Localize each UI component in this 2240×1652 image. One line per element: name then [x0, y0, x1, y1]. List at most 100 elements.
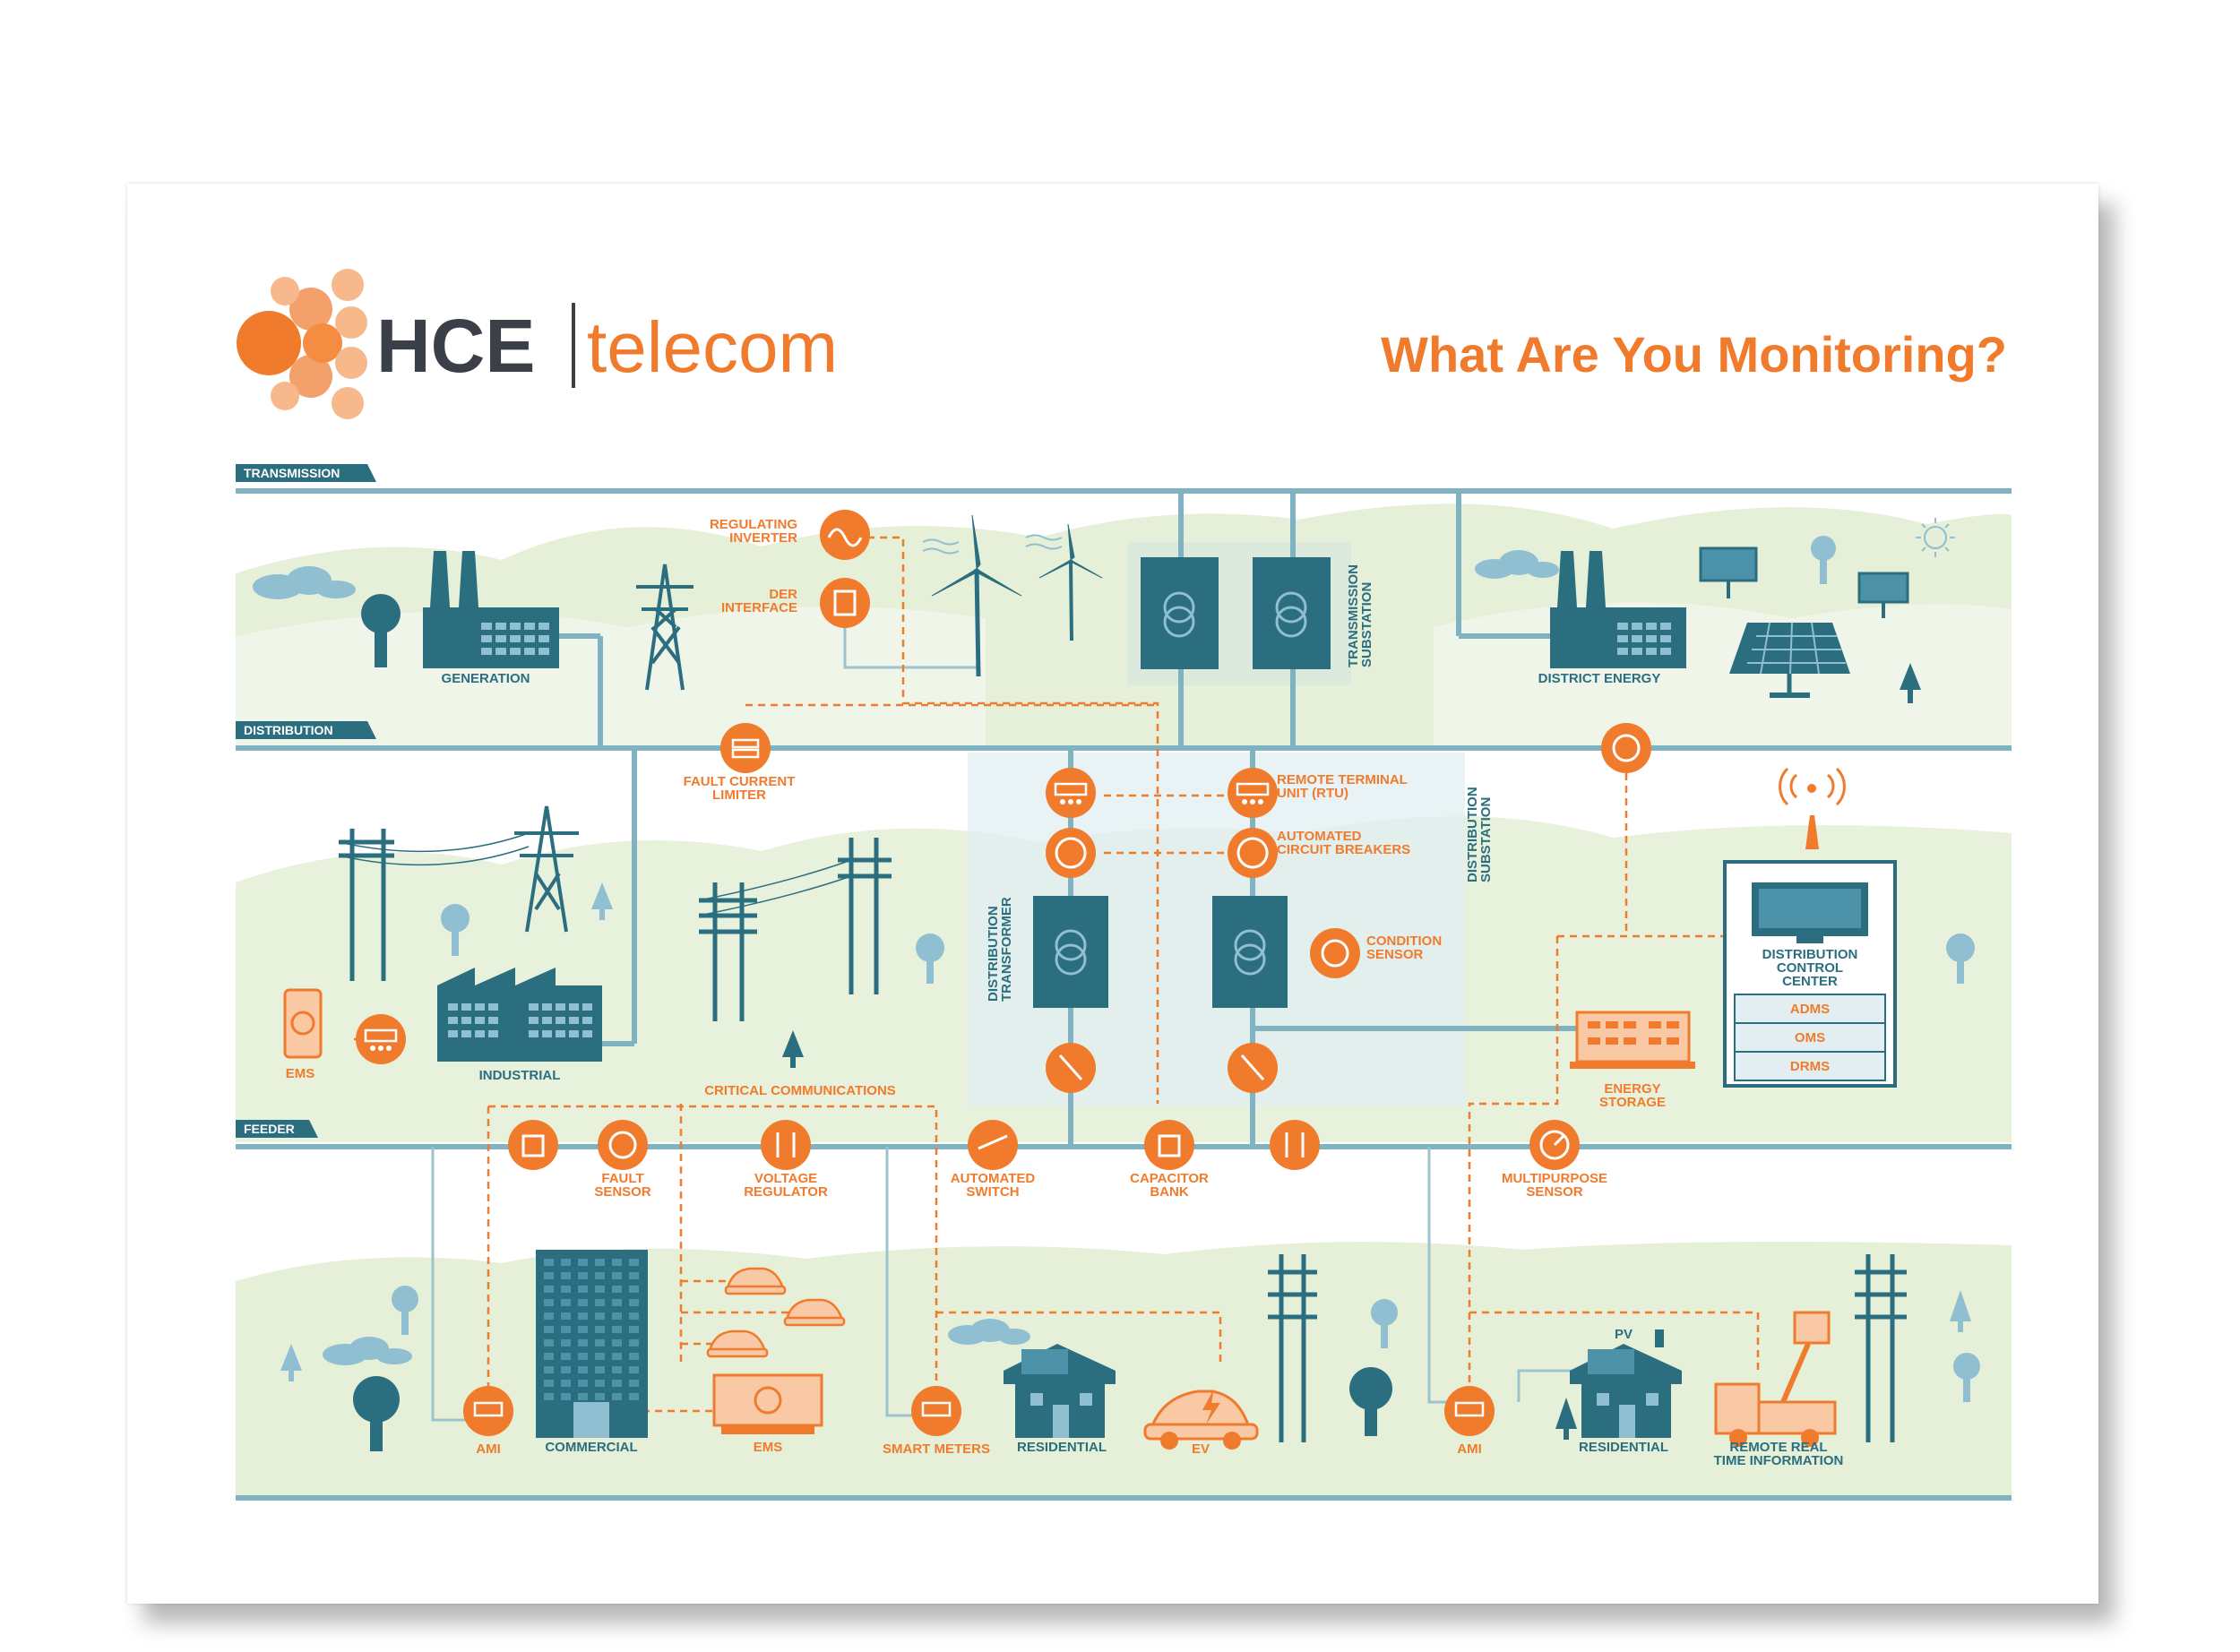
ems-monitor-icon: [712, 1373, 823, 1434]
label-line: OMS: [1795, 1030, 1825, 1045]
building-window: [595, 1380, 605, 1387]
label-line: AMI: [1457, 1441, 1482, 1457]
label-line: GENERATION: [442, 671, 530, 686]
label-drms: DRMS: [1790, 1059, 1830, 1074]
rtu-icon-1: [1046, 768, 1096, 818]
label-commercial: COMMERCIAL: [545, 1440, 637, 1455]
label-pv: PV: [1615, 1327, 1633, 1342]
label-line: SENSOR: [594, 1184, 651, 1200]
building-window: [629, 1339, 639, 1347]
label-line: STORAGE: [1599, 1095, 1666, 1110]
building-window: [544, 1312, 554, 1320]
generation-factory-icon: [423, 551, 559, 668]
label-ems-industrial: EMS: [286, 1066, 315, 1081]
building-window: [612, 1339, 622, 1347]
building-window: [578, 1286, 588, 1293]
battery-sensor-icon: [508, 1120, 558, 1170]
building-window: [544, 1339, 554, 1347]
building-window: [629, 1326, 639, 1333]
building-window: [629, 1299, 639, 1306]
label-line: DER: [769, 587, 797, 602]
voltage-regulator-icon: [761, 1120, 811, 1170]
label-line: PV: [1615, 1327, 1633, 1342]
ev-big-car-icon: [1143, 1389, 1259, 1450]
capacitor-bank-icon: [1144, 1120, 1194, 1170]
transmission-tower-icon: [636, 564, 694, 691]
label-critical-communications: CRITICAL COMMUNICATIONS: [704, 1083, 896, 1098]
label-line: SUBSTATION: [1359, 582, 1374, 667]
label-district-energy: DISTRICT ENERGY: [1538, 671, 1661, 686]
label-ems-feeder: EMS: [754, 1440, 783, 1455]
label-line: AUTOMATED: [1277, 829, 1362, 844]
label-line: TIME INFORMATION: [1714, 1453, 1844, 1468]
building-window: [578, 1339, 588, 1347]
label-line: EMS: [754, 1440, 783, 1455]
label-line: REMOTE REAL: [1729, 1440, 1827, 1455]
building-window: [561, 1380, 571, 1387]
building-window: [561, 1312, 571, 1320]
building-window: [544, 1286, 554, 1293]
label-adms: ADMS: [1790, 1002, 1830, 1017]
label-line: TRANSFORMER: [999, 897, 1014, 1002]
building-window: [544, 1326, 554, 1333]
label-line: AMI: [476, 1441, 501, 1457]
feeder-regulator-icon: [1270, 1120, 1320, 1170]
building-window: [629, 1393, 639, 1400]
tier-tabs: TRANSMISSION DISTRIBUTION FEEDER: [236, 464, 376, 1138]
tier-transmission: TRANSMISSION: [244, 466, 340, 480]
page-title: What Are You Monitoring?: [1381, 326, 2007, 383]
power-wires: [338, 832, 852, 916]
label-line: ADMS: [1790, 1002, 1830, 1017]
label-line: UNIT (RTU): [1277, 786, 1348, 801]
label-line: REGULATING: [710, 517, 797, 532]
transmission-transformer-1: [1141, 557, 1219, 669]
building-window: [595, 1353, 605, 1360]
building-window: [595, 1272, 605, 1279]
building-window: [612, 1272, 622, 1279]
building-window: [595, 1339, 605, 1347]
circuit-breaker-icon-2: [1228, 828, 1278, 878]
building-window: [612, 1353, 622, 1360]
label-line: DRMS: [1790, 1059, 1830, 1074]
building-window: [595, 1259, 605, 1266]
label-ev: EV: [1192, 1441, 1210, 1457]
label-distribution-transformer: DISTRIBUTIONTRANSFORMER: [986, 897, 1014, 1002]
switch-icon-2: [1228, 1043, 1278, 1093]
tree-icons: [280, 536, 1980, 1451]
transmission-transformer-2: [1253, 557, 1331, 669]
building-window: [544, 1393, 554, 1400]
distribution-transformer-1: [1033, 896, 1108, 1008]
building-window: [595, 1366, 605, 1373]
building-window: [578, 1393, 588, 1400]
energy-storage-icon: [1570, 1011, 1695, 1069]
building-window: [544, 1299, 554, 1306]
label-line: ENERGY: [1604, 1081, 1660, 1097]
building-window: [612, 1286, 622, 1293]
building-window: [595, 1299, 605, 1306]
building-window: [612, 1366, 622, 1373]
industrial-factory-icon: [437, 968, 602, 1062]
building-window: [578, 1366, 588, 1373]
label-line: SMART METERS: [883, 1441, 990, 1457]
transformer-icons: [1033, 557, 1331, 1008]
label-line: LIMITER: [712, 787, 766, 803]
sun-icon: [1916, 518, 1955, 557]
ems-phone-icon: [283, 988, 323, 1059]
building-window: [544, 1272, 554, 1279]
solar-panel-icons: [1699, 546, 1909, 698]
label-line: CENTER: [1782, 974, 1838, 989]
label-line: FAULT CURRENT: [684, 774, 796, 789]
label-line: AUTOMATED: [951, 1171, 1036, 1186]
ems-meter-icon: [356, 1014, 406, 1064]
label-line: REGULATOR: [744, 1184, 828, 1200]
label-line: REMOTE TERMINAL: [1277, 772, 1408, 787]
